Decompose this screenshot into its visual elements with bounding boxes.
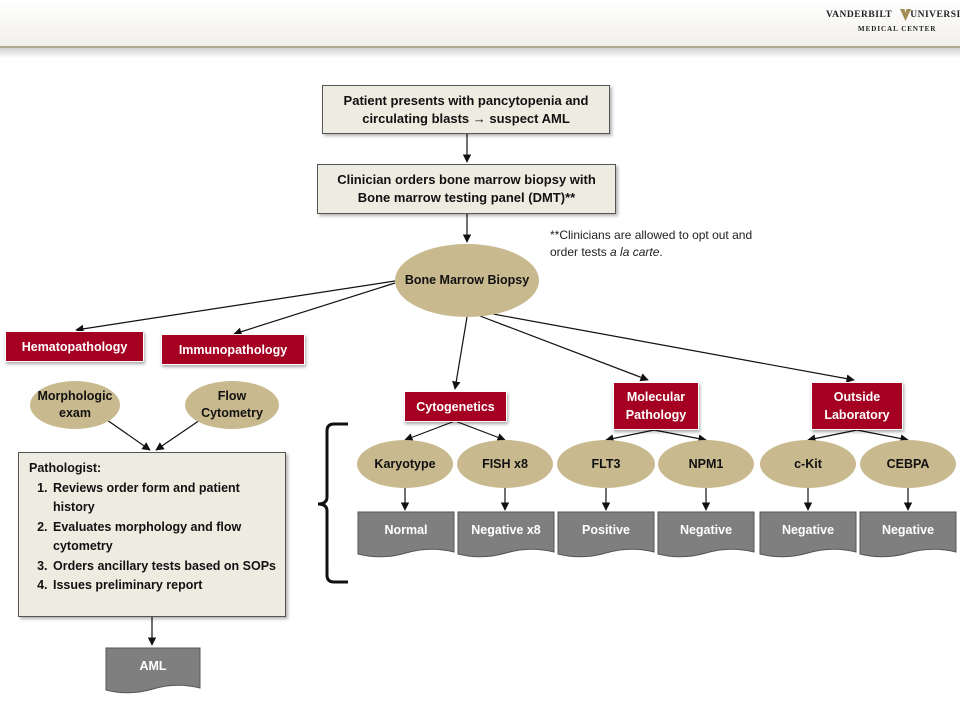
- arrow-cyto-to-karyotype: [404, 420, 456, 442]
- test-oval-karyotype: Karyotype: [357, 440, 453, 488]
- footnote-text: **Clinicians are allowed to opt out and …: [550, 228, 753, 259]
- arrow-biopsy-to-immuno: [233, 282, 396, 336]
- arrow-morph-to-patho: [106, 419, 151, 451]
- arrow-flow-to-patho: [155, 419, 201, 451]
- arrow-out-to-cebpa: [856, 429, 909, 443]
- dept-cytogenetics: Cytogenetics: [404, 391, 507, 422]
- logo-text-line1: VANDERBILT UNIVERSITY: [826, 10, 960, 20]
- test-oval-flt3: FLT3: [557, 440, 655, 488]
- biopsy-oval: Bone Marrow Biopsy: [395, 244, 539, 317]
- pathologist-box: Pathologist: Reviews order form and pati…: [18, 452, 286, 617]
- logo-word-university: UNIVERSITY: [910, 10, 960, 20]
- pathologist-title: Pathologist:: [29, 461, 102, 475]
- arrow-biopsy-to-outside: [492, 313, 855, 383]
- footnote-italic: a la carte: [610, 245, 660, 259]
- pathologist-step: Orders ancillary tests based on SOPs: [51, 557, 277, 577]
- arrow-biopsy-to-hemato: [75, 280, 396, 334]
- vanderbilt-v-mark-icon: [900, 9, 911, 21]
- result-doc-5: [859, 511, 957, 558]
- arrow-biopsy-to-molecular: [479, 315, 649, 382]
- flow-cytometry-oval: Flow Cytometry: [185, 381, 279, 429]
- result-label-0: Normal: [384, 523, 427, 537]
- result-label-3: Negative: [680, 523, 732, 537]
- dept-hematopathology: Hematopathology: [5, 331, 144, 362]
- footnote: **Clinicians are allowed to opt out and …: [550, 227, 760, 261]
- result-label-4: Negative: [782, 523, 834, 537]
- footnote-suffix: .: [659, 245, 663, 259]
- final-result-label: AML: [139, 659, 166, 673]
- result-doc-2: [557, 511, 655, 558]
- arrow-cyto-to-fish: [454, 420, 506, 442]
- arrow-mol-to-flt3: [605, 429, 655, 443]
- morphologic-exam-oval: Morphologic exam: [30, 381, 120, 429]
- pathologist-step: Evaluates morphology and flow cytometry: [51, 518, 277, 557]
- result-label-2: Positive: [582, 523, 630, 537]
- pathologist-steps: Reviews order form and patient history E…: [29, 479, 277, 596]
- dept-molecular: Molecular Pathology: [613, 382, 699, 430]
- result-doc-0: [357, 511, 455, 558]
- result-doc-4: [759, 511, 857, 558]
- logo-text-line2: MEDICAL CENTER: [858, 25, 937, 33]
- arrow-out-to-ckit: [807, 429, 858, 443]
- pathologist-step: Reviews order form and patient history: [51, 479, 277, 518]
- curly-brace: [317, 422, 348, 584]
- test-oval-fish: FISH x8: [457, 440, 553, 488]
- test-oval-npm1: NPM1: [658, 440, 754, 488]
- result-doc-1: [457, 511, 555, 558]
- start-box: Patient presents with pancytopenia and c…: [322, 85, 610, 134]
- result-doc-3: [657, 511, 755, 558]
- arrow-biopsy-to-cyto: [452, 316, 468, 390]
- dept-outside: Outside Laboratory: [811, 382, 903, 430]
- result-label-1: Negative x8: [471, 523, 541, 537]
- pathologist-step: Issues preliminary report: [51, 576, 277, 596]
- order-box: Clinician orders bone marrow biopsy with…: [317, 164, 616, 214]
- vanderbilt-logo: VANDERBILT UNIVERSITY MEDICAL CENTER: [826, 9, 960, 38]
- logo-word-vanderbilt: VANDERBILT: [826, 10, 893, 20]
- header-shadow: [0, 48, 960, 58]
- result-documents: [105, 511, 957, 694]
- result-label-5: Negative: [882, 523, 934, 537]
- arrow-mol-to-npm1: [653, 429, 707, 443]
- header-bar: [0, 0, 960, 46]
- test-oval-cebpa: CEBPA: [860, 440, 956, 488]
- dept-immunopathology: Immunopathology: [161, 334, 305, 365]
- final-doc: [105, 647, 201, 694]
- test-oval-ckit: c-Kit: [760, 440, 856, 488]
- header-rule: [0, 46, 960, 48]
